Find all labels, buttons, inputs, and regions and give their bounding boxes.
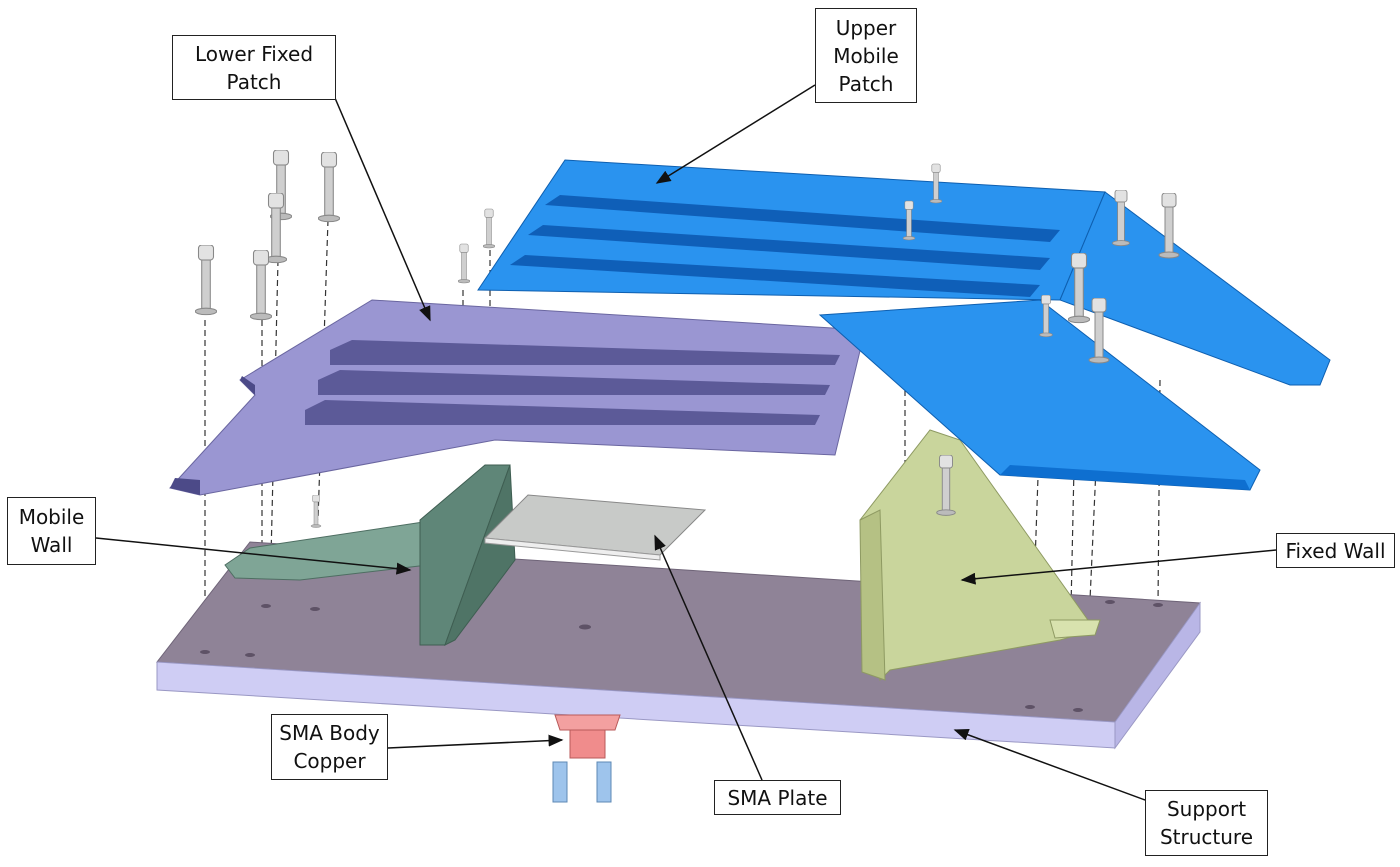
label-mobile-wall: Mobile Wall — [7, 497, 96, 565]
label-sma-body-copper: SMA Body Copper — [271, 714, 388, 780]
lower-fixed-patch — [169, 299, 866, 496]
label-upper-mobile-patch: Upper Mobile Patch — [815, 8, 917, 103]
label-lower-fixed-patch: Lower Fixed Patch — [172, 35, 336, 100]
label-sma-plate: SMA Plate — [714, 780, 841, 815]
upper-mobile-patch — [477, 159, 1331, 491]
sma-body-copper — [552, 714, 621, 803]
fixed-wall — [859, 429, 1101, 682]
label-fixed-wall: Fixed Wall — [1276, 533, 1395, 568]
leader-lines — [95, 84, 1277, 801]
sma-plate — [483, 494, 707, 561]
label-support-structure: Support Structure — [1145, 790, 1268, 856]
